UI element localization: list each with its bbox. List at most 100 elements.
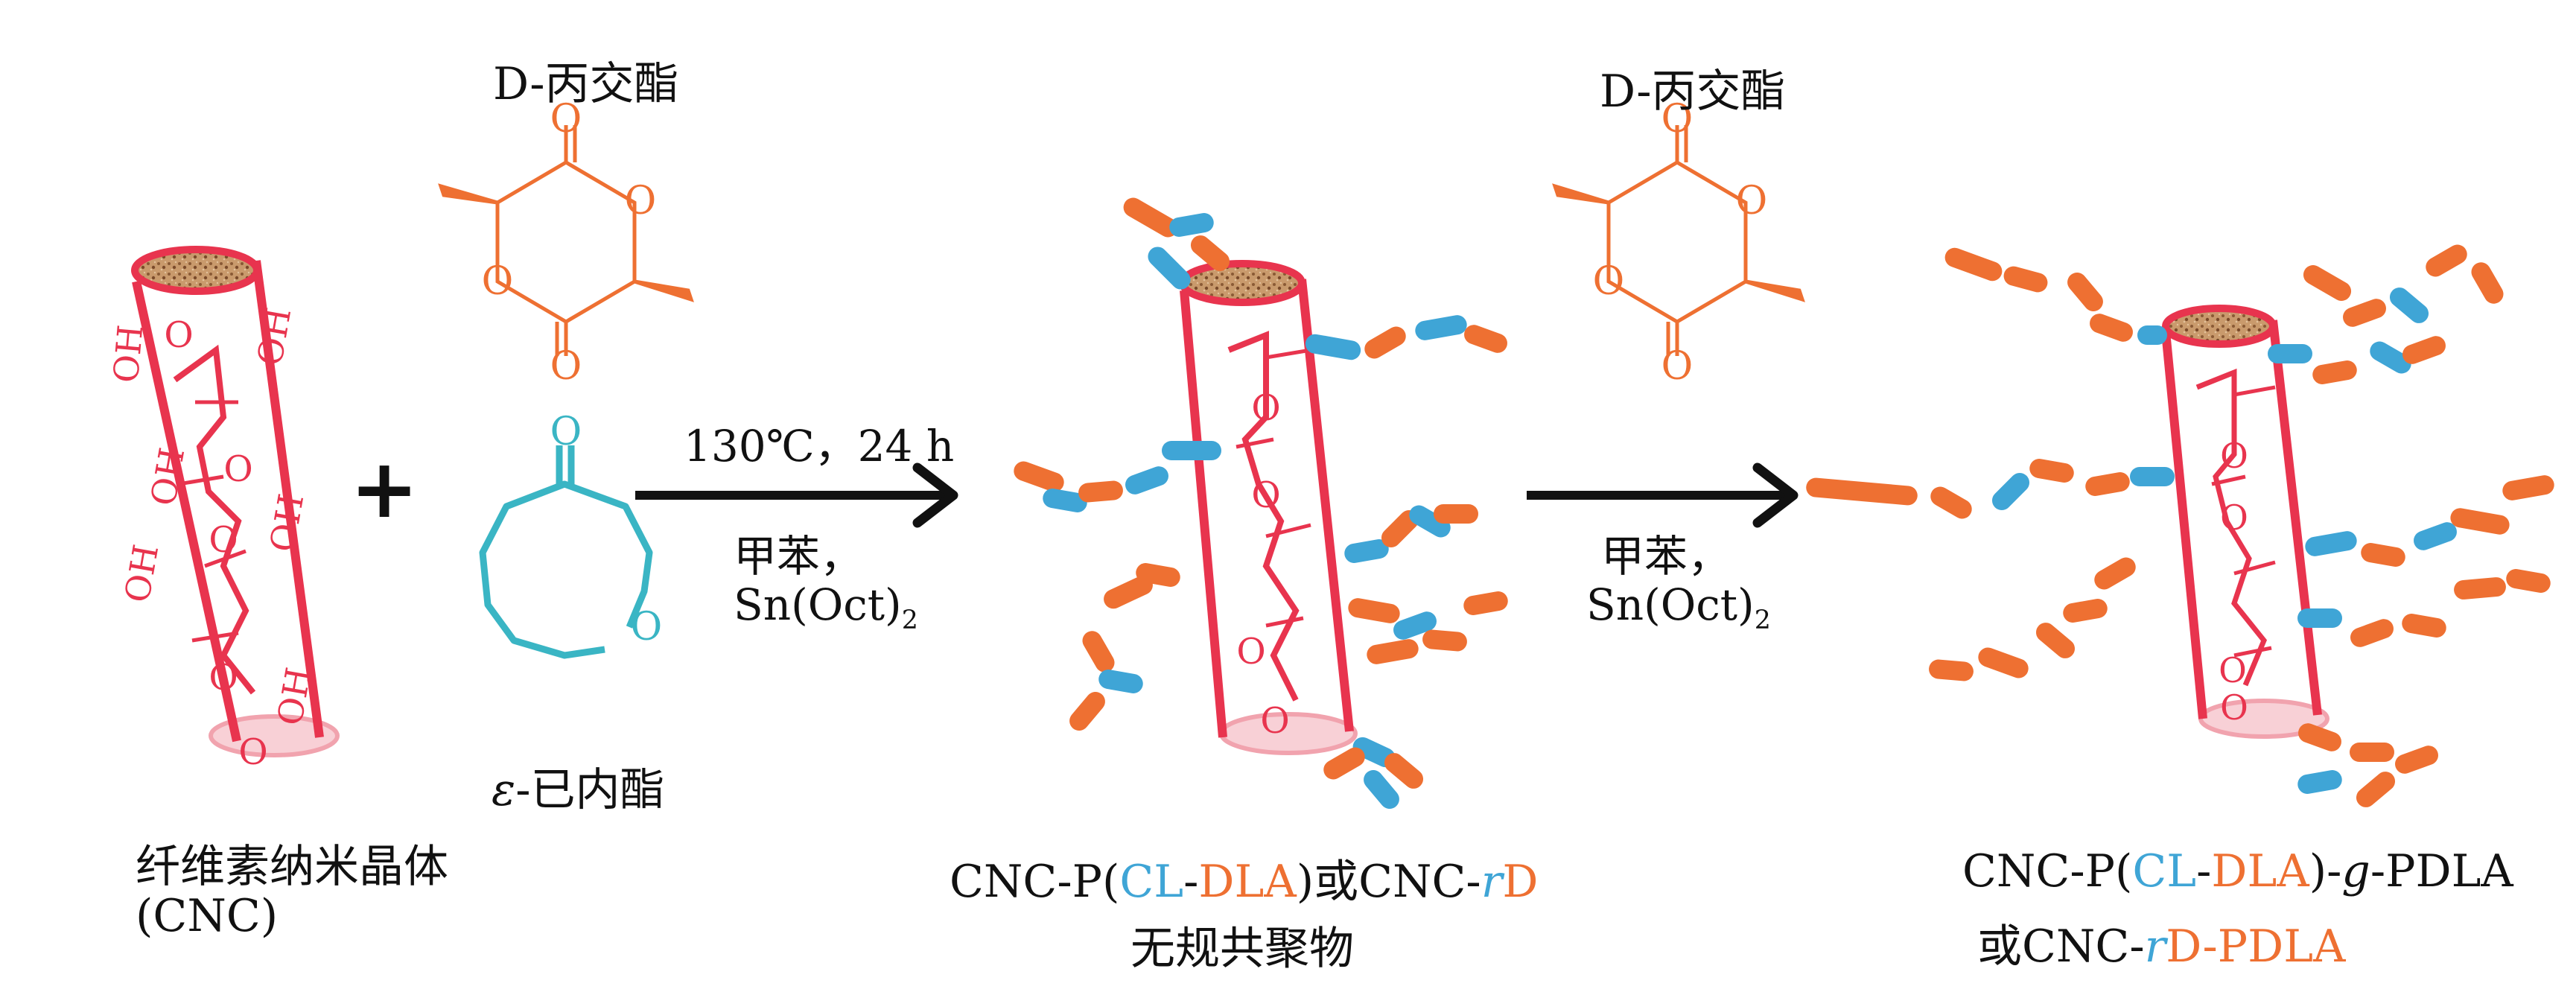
dla-chain-segment (2063, 599, 2108, 623)
dla-chain-segment (2312, 360, 2357, 384)
dla-chain-segment (1929, 659, 1974, 681)
cl-chain-segment (2137, 325, 2167, 345)
rod-glucose-bonds (1235, 348, 1311, 628)
reagent-lactide-left: D-丙交酯 (493, 58, 679, 110)
cl-chain-segment (1393, 611, 1437, 640)
oxygen-label: O (1260, 700, 1289, 742)
arrow-step2 (1527, 462, 1799, 528)
dla-chain-segment (2454, 577, 2506, 600)
copolymer-label: CNC-P(CL-DLA)或CNC-rD (950, 845, 1539, 910)
rod-glucose-bonds (2211, 385, 2276, 658)
step1-condition: 130℃，24 h (684, 421, 955, 471)
dla-chain-segment (1930, 486, 1972, 519)
cl-chain-segment (2305, 531, 2357, 556)
oxygen-label: O (550, 344, 582, 389)
dla-chain-segment (2402, 614, 2446, 638)
cl-chain-segment (1169, 213, 1214, 237)
d-pdla-segment: D-PDLA (2166, 921, 2346, 973)
cl-chain-segment (2297, 770, 2342, 794)
cnc-rod-left (131, 246, 340, 757)
dla-chain-segment (1323, 747, 1365, 780)
dla-chain-segment (2029, 459, 2074, 483)
epsilon-symbol: ε (492, 764, 516, 816)
copolymer-part: CNC-P( (950, 856, 1120, 908)
oxygen-label: O (1251, 387, 1280, 429)
rod-side-left (2161, 331, 2207, 719)
cl-chain-segment (1148, 247, 1191, 290)
rod-top-core (2162, 305, 2277, 348)
step2-catalyst: Sn(Oct)2 (1586, 579, 1771, 635)
graft-chains-right (1806, 244, 2554, 807)
cl-chain-segment (2268, 344, 2312, 363)
dla-chain-segment (2471, 262, 2504, 304)
cl-chain-segment (2389, 287, 2429, 323)
cl-chain-segment (2297, 608, 2342, 628)
oxygen-label: O (1661, 97, 1694, 142)
graft-label-line2: 或CNC-rD-PDLA (1977, 910, 2345, 975)
random-r: r (2144, 921, 2166, 973)
oxygen-label: O (238, 731, 267, 773)
caprolactone-ring (479, 480, 653, 659)
dla-chain-segment (1136, 563, 1180, 587)
oxygen-label: O (209, 519, 238, 561)
oxygen-label: O (631, 605, 663, 649)
dla-chain-segment (2402, 336, 2446, 364)
cl-segment: CL (1119, 856, 1184, 908)
dla-chain-segment (1190, 235, 1230, 271)
graft-part: -PDLA (2370, 845, 2513, 897)
hydroxyl-label: OH (117, 541, 167, 605)
methyl-wedge-right (1745, 279, 1805, 302)
rod-glucose-chain (1227, 331, 1300, 702)
dla-chain-segment (2356, 772, 2396, 807)
rod-glucose-bonds (178, 400, 247, 643)
caprolactone-name: -已内酯 (515, 764, 665, 816)
dla-chain-segment (1364, 326, 1406, 359)
methyl-wedge-right (634, 279, 694, 302)
dla-chain-segment (1944, 247, 2003, 282)
dla-chain-segment (2298, 723, 2341, 751)
step1-catalyst: Sn(Oct)2 (734, 579, 918, 635)
dla-chain-segment (1422, 629, 1467, 652)
dla-chain-segment (1806, 477, 1918, 506)
catalyst-main: Sn(Oct) (1586, 579, 1755, 630)
methyl-wedge-left (1552, 183, 1609, 205)
d-lactide-structure-right (1552, 125, 1805, 356)
catalyst-sub: 2 (901, 605, 918, 636)
random-r: r (1481, 856, 1503, 908)
cl-chain-segment (2414, 522, 2457, 550)
dla-chain-segment (2350, 619, 2394, 647)
oxygen-label: O (164, 314, 193, 356)
caprolactone-structure (479, 445, 653, 659)
d-segment: D (1502, 856, 1539, 908)
dla-chain-segment (2395, 746, 2438, 774)
rod-base-glow (209, 714, 340, 757)
cnc-rod-right (2161, 305, 2329, 739)
reagent-caprolactone: ε-已内酯 (492, 754, 664, 818)
oxygen-label: O (1593, 259, 1625, 304)
cl-chain-segment (1364, 769, 1399, 810)
cnc-name: 纤维素纳米晶体 (136, 841, 448, 893)
oxygen-label: O (2220, 497, 2248, 538)
rod-side-right (2268, 320, 2322, 716)
rod-side-right (1297, 279, 1354, 732)
copolymer-chains-middle (1014, 197, 1508, 810)
plus-sign: + (350, 441, 419, 536)
graft-part: - (2196, 845, 2212, 897)
dla-segment: DLA (2211, 845, 2309, 897)
cl-chain-segment (2130, 467, 2175, 486)
dla-segment: DLA (1198, 856, 1297, 908)
dla-chain-segment (2502, 475, 2554, 500)
dla-chain-segment (1348, 598, 1400, 623)
cnc-abbreviation: (CNC) (136, 890, 279, 942)
step1-solvent: 甲苯， (734, 531, 864, 582)
lactide-ring (495, 160, 637, 324)
step2-solvent: 甲苯， (1601, 531, 1731, 582)
graft-g: g (2341, 845, 2370, 897)
copolymer-part: )或CNC- (1296, 856, 1481, 908)
hydroxyl-label: OH (249, 305, 299, 369)
dla-chain-segment (1463, 591, 1508, 615)
reagent-lactide-right: D-丙交酯 (1600, 66, 1786, 118)
oxygen-label: O (482, 259, 514, 304)
